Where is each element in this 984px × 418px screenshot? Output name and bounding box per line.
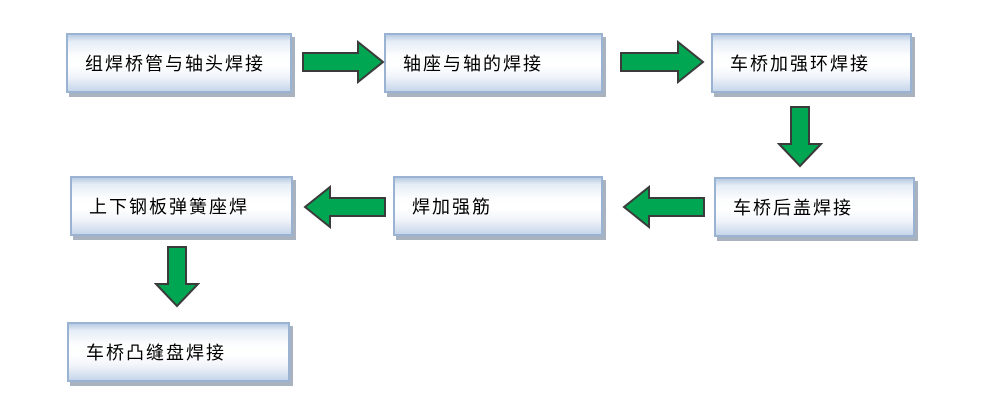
arrow-down-icon [154, 246, 200, 308]
arrow-right-icon [620, 40, 705, 84]
flow-box-axle-reinforce-ring-weld: 车桥加强环焊接 [711, 33, 912, 93]
arrow-down-icon [777, 106, 823, 168]
flow-box-axle-seat-axle-weld: 轴座与轴的焊接 [384, 33, 603, 93]
arrow-left-icon [622, 185, 705, 229]
flow-box-leaf-spring-seat-weld: 上下钢板弹簧座焊 [70, 176, 293, 236]
flow-box-axle-flange-plate-weld: 车桥凸缝盘焊接 [67, 322, 290, 382]
arrow-right-icon [302, 40, 385, 84]
flow-box-axle-rear-cover-weld: 车桥后盖焊接 [714, 177, 915, 237]
arrow-left-icon [303, 185, 386, 229]
flow-box-weld-stiffener: 焊加强筋 [393, 176, 603, 236]
flow-box-weld-bridge-tube-axle-head: 组焊桥管与轴头焊接 [66, 33, 292, 93]
